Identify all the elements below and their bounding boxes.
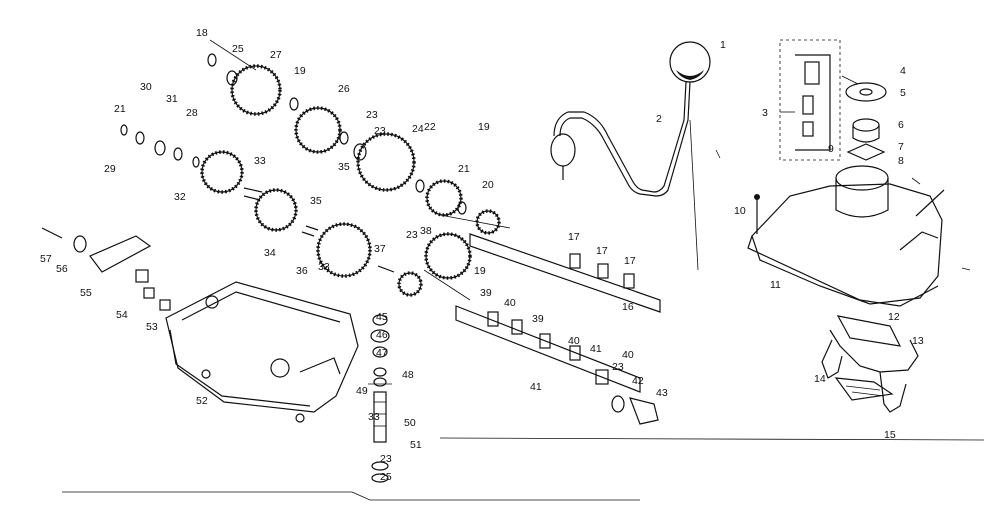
callout-label: 17 bbox=[568, 231, 580, 243]
callout-label: 40 bbox=[504, 297, 516, 309]
callout-label: 43 bbox=[656, 387, 668, 399]
callout-label: 17 bbox=[624, 255, 636, 267]
callout-label: 19 bbox=[474, 265, 486, 277]
callout-label: 15 bbox=[884, 429, 896, 441]
callout-label: 51 bbox=[410, 439, 422, 451]
callout-label: 17 bbox=[596, 245, 608, 257]
callout-label: 47 bbox=[376, 347, 388, 359]
callout-label: 19 bbox=[294, 65, 306, 77]
shift-rails bbox=[455, 233, 661, 425]
callout-label: 38 bbox=[420, 225, 432, 237]
callout-label: 16 bbox=[622, 301, 634, 313]
callout-label: 23 bbox=[380, 453, 392, 465]
callout-label: 3 bbox=[762, 107, 768, 119]
callout-label: 35 bbox=[310, 195, 322, 207]
callout-label: 39 bbox=[480, 287, 492, 299]
transmission-case bbox=[165, 281, 359, 423]
shift-housing-assembly bbox=[747, 39, 945, 413]
callout-label: 9 bbox=[828, 143, 834, 155]
callout-label: 40 bbox=[622, 349, 634, 361]
callout-label: 21 bbox=[114, 103, 126, 115]
callout-label: 42 bbox=[632, 375, 644, 387]
callout-label: 24 bbox=[412, 123, 424, 135]
gear-train bbox=[120, 39, 511, 301]
callout-label: 4 bbox=[900, 65, 906, 77]
callout-label: 25 bbox=[380, 471, 392, 483]
callout-label: 23 bbox=[612, 361, 624, 373]
callout-label: 37 bbox=[374, 243, 386, 255]
callout-label: 19 bbox=[478, 121, 490, 133]
callout-label: 50 bbox=[404, 417, 416, 429]
output-shaft-stack bbox=[368, 314, 392, 483]
callout-label: 39 bbox=[532, 313, 544, 325]
callout-label: 2 bbox=[656, 113, 662, 125]
callout-label: 33 bbox=[368, 411, 380, 423]
callout-label: 28 bbox=[186, 107, 198, 119]
callout-label: 5 bbox=[900, 87, 906, 99]
callout-label: 18 bbox=[196, 27, 208, 39]
callout-label: 57 bbox=[40, 253, 52, 265]
callout-label: 22 bbox=[424, 121, 436, 133]
callout-label: 53 bbox=[146, 321, 158, 333]
callout-label: 40 bbox=[568, 335, 580, 347]
callout-label: 33 bbox=[254, 155, 266, 167]
callout-label: 34 bbox=[264, 247, 276, 259]
callout-label: 54 bbox=[116, 309, 128, 321]
callout-label: 36 bbox=[296, 265, 308, 277]
callout-label: 23 bbox=[406, 229, 418, 241]
callout-label: 35 bbox=[338, 161, 350, 173]
callout-label: 45 bbox=[376, 311, 388, 323]
callout-label: 7 bbox=[898, 141, 904, 153]
callout-label: 1 bbox=[720, 39, 726, 51]
shift-knob-and-lever bbox=[550, 41, 711, 271]
callout-label: 10 bbox=[734, 205, 746, 217]
callout-label: 14 bbox=[814, 373, 826, 385]
callout-label: 11 bbox=[770, 279, 781, 291]
callout-label: 12 bbox=[888, 311, 900, 323]
callout-label: 13 bbox=[912, 335, 924, 347]
callout-label: 49 bbox=[356, 385, 368, 397]
callout-label: 25 bbox=[232, 43, 244, 55]
detent-parts bbox=[41, 227, 171, 311]
callout-label: 20 bbox=[482, 179, 494, 191]
callout-label: 6 bbox=[898, 119, 904, 131]
callout-label: 33 bbox=[318, 261, 330, 273]
callout-label: 27 bbox=[270, 49, 282, 61]
callout-label: 26 bbox=[338, 83, 350, 95]
callout-label: 31 bbox=[166, 93, 178, 105]
reference-lines bbox=[62, 149, 985, 501]
callout-label: 8 bbox=[898, 155, 904, 167]
callout-label: 21 bbox=[458, 163, 470, 175]
callout-label: 46 bbox=[376, 329, 388, 341]
callout-label: 32 bbox=[174, 191, 186, 203]
callout-label: 55 bbox=[80, 287, 92, 299]
callout-label: 23 bbox=[374, 125, 386, 137]
callout-label: 41 bbox=[530, 381, 542, 393]
callout-label: 30 bbox=[140, 81, 152, 93]
callout-label: 23 bbox=[366, 109, 378, 121]
callout-label: 56 bbox=[56, 263, 68, 275]
callout-label: 52 bbox=[196, 395, 208, 407]
callout-label: 41 bbox=[590, 343, 602, 355]
callout-label: 48 bbox=[402, 369, 414, 381]
callout-label: 29 bbox=[104, 163, 116, 175]
